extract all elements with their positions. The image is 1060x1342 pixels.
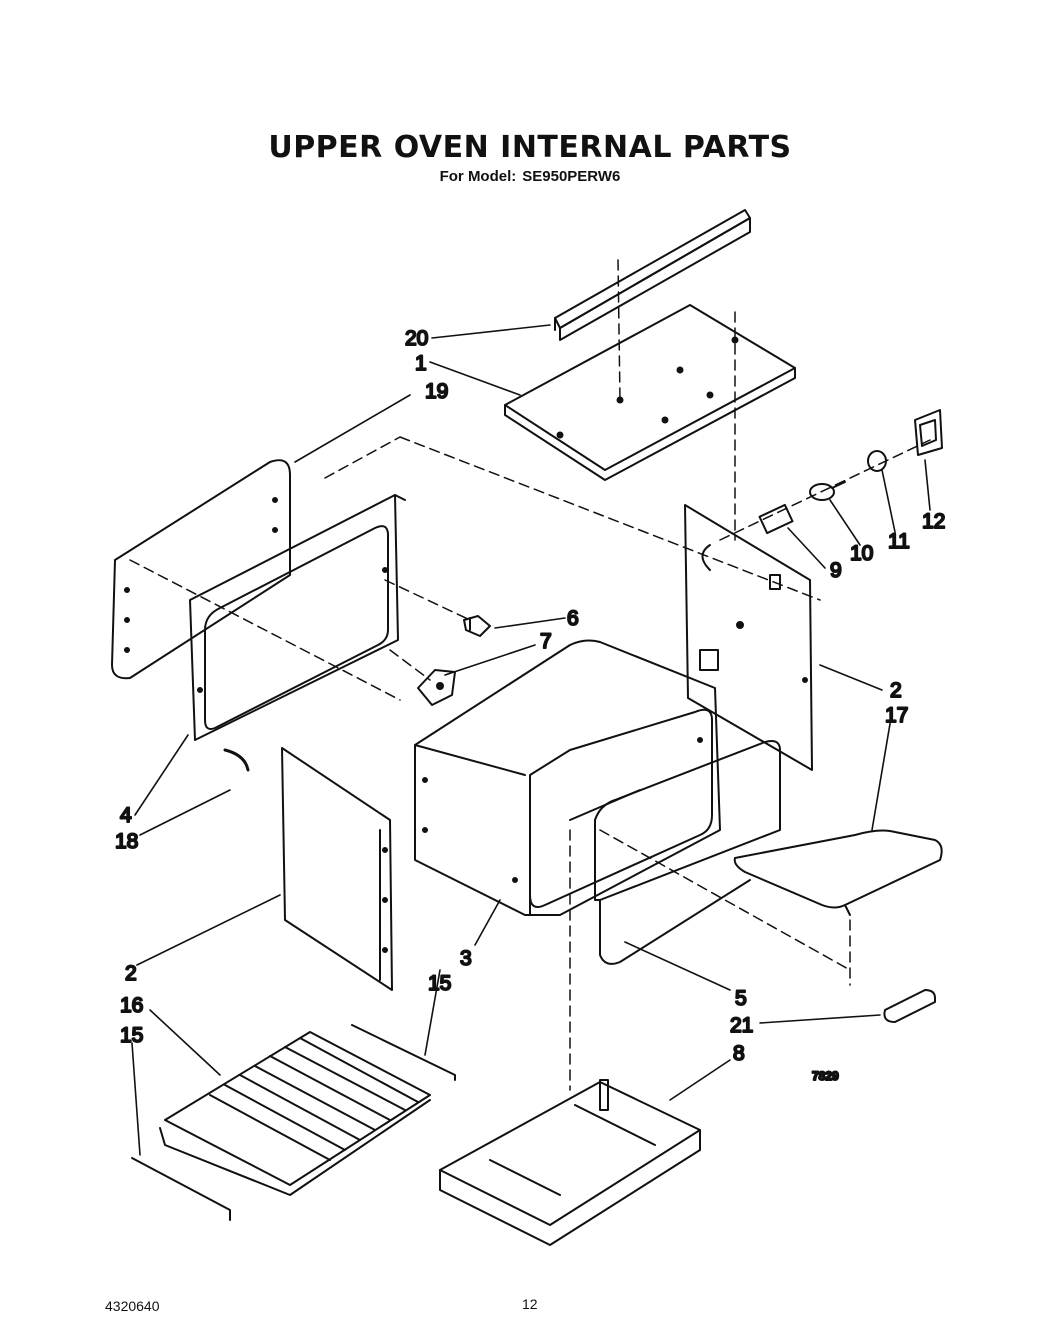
callout-11: 11 [888,530,910,553]
callout-20: 20 [405,327,428,350]
part-2-rear-panel [684,504,813,771]
part-18-hook [223,748,250,772]
model-line: For Model: SE950PERW6 [0,168,1060,185]
part-2-side-panel [281,747,393,991]
leader-lines [131,324,931,1156]
diagram-title: UPPER OVEN INTERNAL PARTS [268,130,792,165]
callout-3: 3 [460,947,472,970]
part-4-front-frame [189,494,406,741]
part-6-fastener [463,615,491,637]
document-number: 4320640 [105,1298,160,1314]
callout-9: 9 [830,559,842,582]
callout-2-right: 2 [890,679,902,702]
part-12-housing [914,409,943,456]
callout-16: 16 [120,994,143,1017]
callout-15-left: 15 [120,1024,143,1047]
assembly-lines [129,259,931,1091]
part-9-socket [758,503,794,535]
callout-12: 12 [922,510,945,533]
page-number: 12 [522,1296,538,1312]
part-15-wire-mid [351,1024,456,1081]
callout-5: 5 [735,987,747,1010]
callout-19: 19 [425,380,448,403]
callout-7: 7 [540,630,552,653]
callout-4: 4 [120,804,132,827]
callout-18: 18 [115,830,138,853]
part-21-clip [883,989,936,1023]
callout-15-mid: 15 [428,972,451,995]
callout-1: 1 [415,352,427,375]
part-16-rack [159,1031,431,1196]
callout-6: 6 [567,607,579,630]
part-15-wire-left [131,1157,231,1221]
callout-10: 10 [850,542,873,565]
callout-2-left: 2 [125,962,137,985]
part-17-cover [733,829,943,916]
diagram-code: 7829 [812,1069,839,1083]
model-prefix: For Model: [439,168,517,185]
part-19-panel [111,459,291,680]
part-1-top-panel [504,304,796,481]
model-number: SE950PERW6 [522,168,621,185]
part-11-lens [867,450,887,472]
callout-21: 21 [730,1014,753,1037]
part-10-bulb [809,481,846,501]
callout-17: 17 [885,704,908,727]
part-5-element [594,740,781,965]
callout-8: 8 [733,1042,745,1065]
part-8-tray [439,1079,701,1246]
part-20-bracket [554,209,751,341]
part-7-clip [417,669,456,706]
